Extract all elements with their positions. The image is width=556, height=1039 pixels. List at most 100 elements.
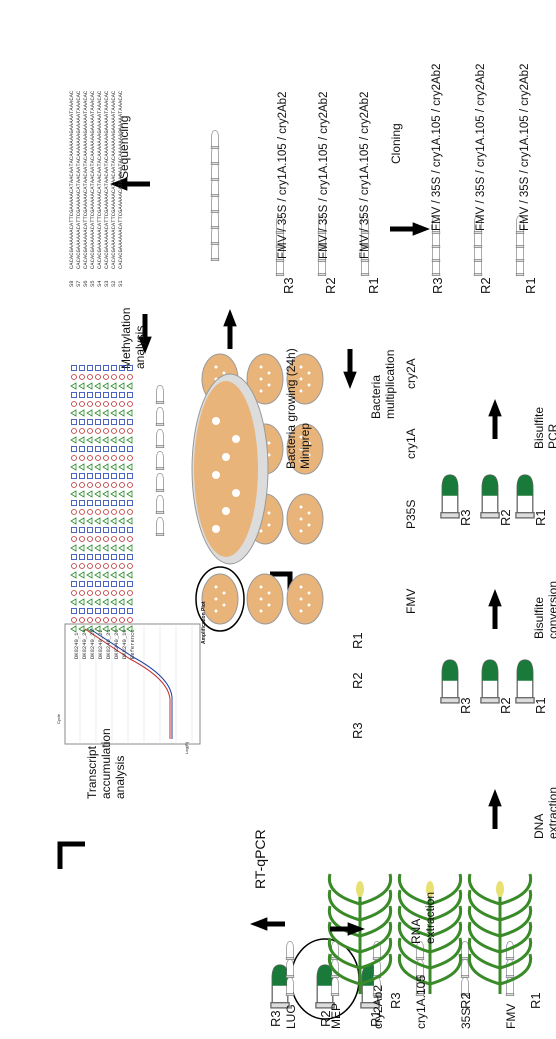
meth-marker-cg [95,455,101,461]
plant-leaf [499,905,533,938]
meth-marker-chg [126,517,133,525]
meth-marker-chh [79,365,85,371]
meth-marker-cg [127,401,133,407]
colony [259,585,263,589]
meth-marker-chg [102,409,109,417]
rna-tube-1-cap [360,1002,380,1009]
qpcr-tube-5-1-body [331,977,339,995]
meth-marker-cg [119,563,125,569]
qpcr-tube-6-3-body [286,941,294,959]
pcr-tube-2-3-cap [473,245,483,248]
qpcr-tube-2-2-cap [460,975,470,978]
step-sequencing: Sequencing [117,116,131,179]
meth-marker-chh [103,500,109,506]
miniprep-tube-6-cap [155,423,165,426]
meth-row-1: Reference [129,629,136,659]
meth-marker-chg [118,436,125,444]
qpcr-target-35s: 35S [459,1008,473,1029]
colony [214,609,218,613]
clone-tube-1-4-cap [360,231,370,234]
colony [222,603,226,607]
rep-label-bis-r3: R3 [458,509,473,526]
rep-label-bis-r1: R1 [533,509,548,526]
clone-tube-1-1-cap [360,273,370,276]
meth-marker-chg [118,382,125,390]
arrow-miniprep-head [223,309,237,327]
meth-marker-chg [126,490,133,498]
plant-leaf [359,937,393,970]
rep-label-plate-r2: R2 [350,672,365,689]
meth-marker-chg [70,517,77,525]
meth-row-7: DK8240_24 [81,629,88,659]
meth-marker-chh [127,527,133,533]
meth-marker-chg [118,490,125,498]
meth-marker-chg [118,463,125,471]
meth-marker-chg [102,517,109,525]
meth-marker-cg [111,455,117,461]
meth-marker-cg [79,509,85,515]
meth-marker-chh [119,581,125,587]
miniprep-tube-1-body [156,517,164,535]
meth-marker-cg [119,536,125,542]
plate-target-cry2a: cry2A [404,358,418,389]
qpcr-tube-6-2 [285,959,295,978]
clone-tube-2-2-cap [317,259,327,262]
qpcr-tube-5-1 [330,977,340,996]
miniprep-tube-3-cap [155,489,165,492]
meth-marker-chh [119,419,125,425]
meth-marker-cg [95,509,101,515]
arrow-sequencing-head [110,177,128,191]
rep-label-dna-r3: R3 [458,697,473,714]
meth-marker-chg [118,571,125,579]
colony [259,377,263,381]
clone-tube-2-4 [317,215,327,234]
meth-marker-chg [126,571,133,579]
rep-label-plant-r2: R2 [458,992,473,1009]
seq-id-1: S1 [117,280,124,287]
meth-marker-chg [70,409,77,417]
meth-marker-chg [110,463,117,471]
plant-leaf [397,921,431,954]
plate-1-2 [246,573,284,625]
rep-label-clone-r1: R1 [366,277,381,294]
seq-line-5: CACACGAAAAAACATTCGAAAAACATAACAATACAAAAAA… [89,90,96,269]
pcr-product-label-r3: FMV / 35S / cry1A.105 / cry2Ab2 [431,64,443,231]
meth-marker-chg [102,382,109,390]
meth-marker-cg [119,374,125,380]
seq-line-3: CACACGAAAAAACATTCGAAAAACATAACAATACAAAAAA… [103,90,110,269]
meth-marker-chh [111,473,117,479]
plant-leaf [499,889,533,922]
meth-marker-chg [78,625,85,633]
meth-marker-chh [119,527,125,533]
meth-marker-chh [95,608,101,614]
plant-leaf [499,873,533,906]
meth-marker-chg [110,598,117,606]
meth-marker-chg [102,490,109,498]
pcr-product-label-r2: FMV / 35S / cry1A.105 / cry2Ab2 [475,64,487,231]
plant-leaf [499,921,533,954]
meth-marker-cg [127,482,133,488]
meth-marker-cg [127,509,133,515]
meth-marker-cg [119,617,125,623]
meth-marker-cg [71,509,77,515]
meth-marker-chh [79,527,85,533]
colony [299,389,303,393]
bisulfite-tube-2-cap [480,512,500,519]
meth-marker-chh [111,608,117,614]
meth-marker-cg [119,590,125,596]
plant-leaf [429,921,463,954]
qpcr-tube-1-2-body [506,959,514,977]
plant-leaf [499,937,533,970]
meth-marker-cg [111,617,117,623]
colony [267,603,271,607]
big-plate-colony [212,471,220,479]
miniprep-tube-2 [155,495,165,514]
meth-marker-cg [95,536,101,542]
seq-tube-3-body [211,210,219,228]
plant-leaf [429,905,463,938]
dna-tube-1-cap [515,697,535,704]
colony [267,453,271,457]
dna-tube-2-liquid [482,660,498,681]
clone-tube-1-3-cap [360,245,370,248]
bisulfite-tube-1-liquid [517,475,533,496]
